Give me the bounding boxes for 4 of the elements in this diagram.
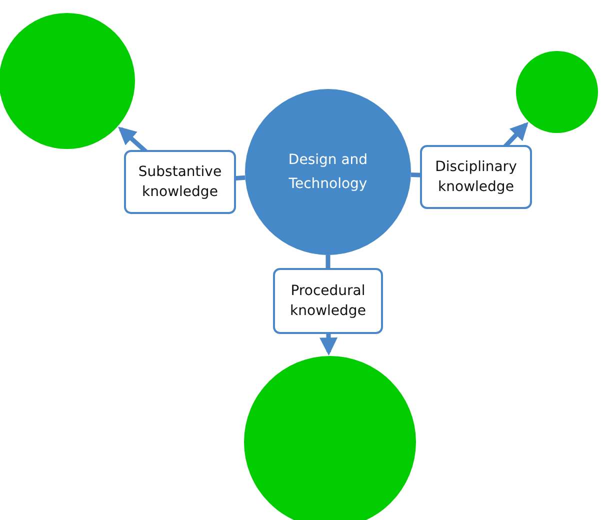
edge-label: Disciplinary knowledge: [420, 145, 532, 209]
edge-label: Procedural knowledge: [273, 268, 383, 334]
topic-text: Design and Technology: [287, 151, 369, 194]
edge-label: Substantive knowledge: [124, 150, 236, 214]
